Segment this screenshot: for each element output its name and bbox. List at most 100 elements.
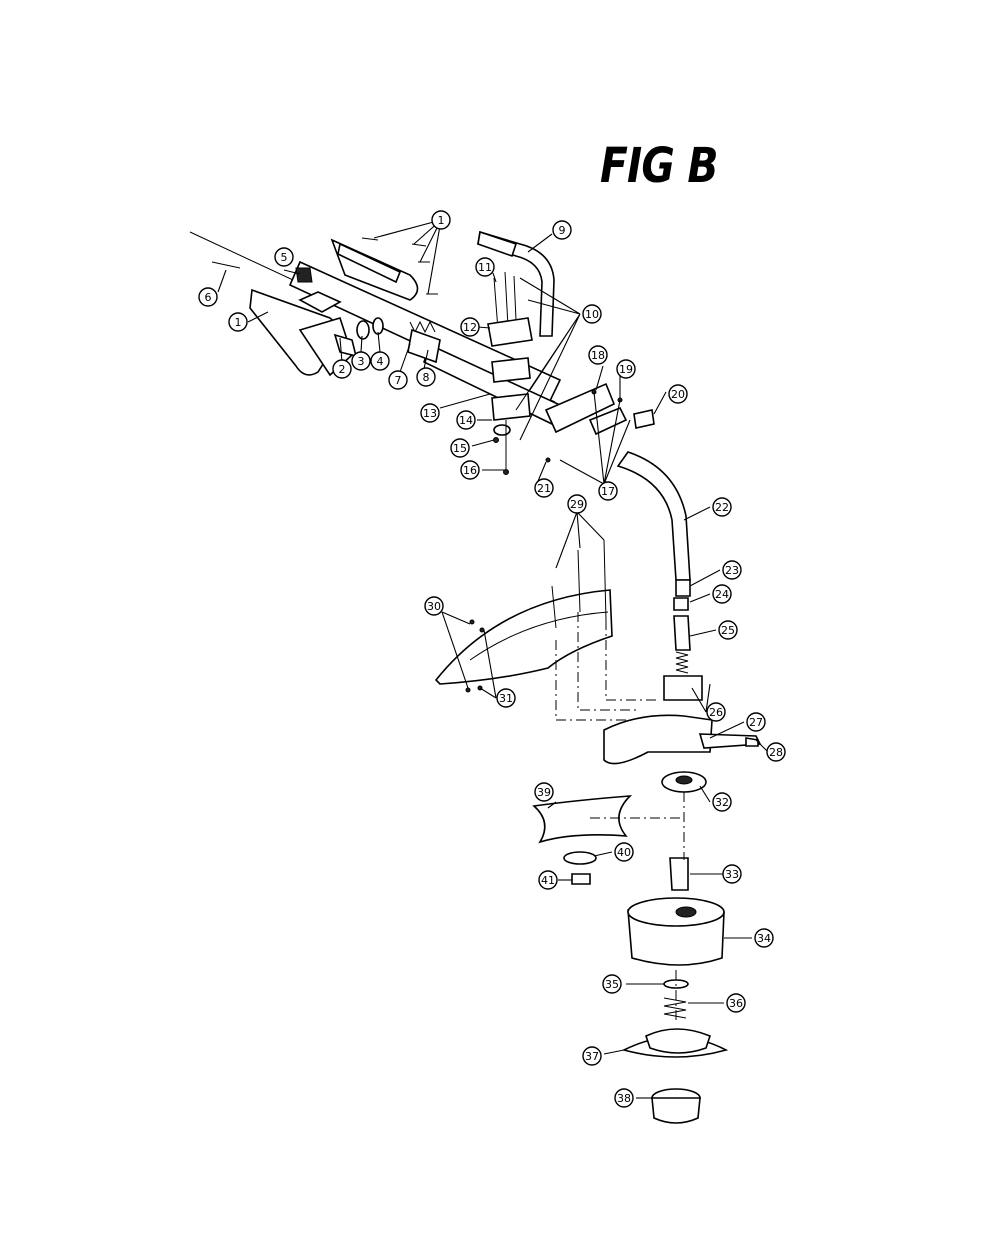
part-callout: 7 bbox=[388, 370, 408, 390]
callout-circle bbox=[534, 782, 554, 802]
callout-number: 37 bbox=[585, 1050, 599, 1063]
callout-number: 35 bbox=[605, 978, 619, 991]
callout-number: 29 bbox=[570, 498, 584, 511]
callout-number: 18 bbox=[591, 349, 605, 362]
callout-circle bbox=[351, 351, 371, 371]
callout-circle bbox=[420, 403, 440, 423]
callout-circle bbox=[416, 367, 436, 387]
callout-circle bbox=[228, 312, 248, 332]
callout-circle bbox=[431, 210, 451, 230]
part-callout: 33 bbox=[722, 864, 742, 884]
callout-number: 15 bbox=[453, 442, 467, 455]
part-callout: 17 bbox=[598, 481, 618, 501]
callout-circle bbox=[602, 974, 622, 994]
part-callout: 36 bbox=[726, 993, 746, 1013]
callout-circle bbox=[450, 438, 470, 458]
callout-number: 12 bbox=[463, 321, 477, 334]
callout-circle bbox=[582, 304, 602, 324]
callout-number: 17 bbox=[601, 485, 615, 498]
part-callout: 21 bbox=[534, 478, 554, 498]
grass-guard bbox=[434, 539, 613, 693]
callout-number: 6 bbox=[205, 291, 212, 304]
part-callout: 4 bbox=[370, 351, 390, 371]
callout-circle bbox=[552, 220, 572, 240]
callout-number: 1 bbox=[235, 316, 242, 329]
part-callout: 1 bbox=[431, 210, 451, 230]
callout-number: 14 bbox=[459, 414, 473, 427]
part-callout: 12 bbox=[460, 317, 480, 337]
callout-number: 41 bbox=[541, 874, 555, 887]
callout-number: 1 bbox=[438, 214, 445, 227]
callout-number: 22 bbox=[715, 501, 729, 514]
callout-circle bbox=[538, 870, 558, 890]
callout-circle bbox=[614, 1088, 634, 1108]
callout-number: 32 bbox=[715, 796, 729, 809]
callout-number: 4 bbox=[377, 355, 384, 368]
leader-lines bbox=[217, 219, 769, 1099]
part-callout: 14 bbox=[456, 410, 476, 430]
callout-number: 3 bbox=[358, 355, 365, 368]
callout-circle bbox=[712, 584, 732, 604]
gearbox-assembly bbox=[603, 675, 762, 793]
part-callout: 23 bbox=[722, 560, 742, 580]
part-callout: 41 bbox=[538, 870, 558, 890]
callout-circle bbox=[198, 287, 218, 307]
part-callout: 32 bbox=[712, 792, 732, 812]
part-callout: 16 bbox=[460, 460, 480, 480]
callout-number: 11 bbox=[478, 261, 492, 274]
callout-number: 7 bbox=[395, 374, 402, 387]
callout-number: 19 bbox=[619, 363, 633, 376]
trimmer-head bbox=[621, 857, 729, 1124]
callout-circle bbox=[582, 1046, 602, 1066]
callout-number: 39 bbox=[537, 786, 551, 799]
part-callout: 38 bbox=[614, 1088, 634, 1108]
callout-number: 38 bbox=[617, 1092, 631, 1105]
part-callout: 18 bbox=[588, 345, 608, 365]
callout-number: 21 bbox=[537, 482, 551, 495]
part-callout: 34 bbox=[754, 928, 774, 948]
callout-circle bbox=[588, 345, 608, 365]
callout-circle bbox=[706, 702, 726, 722]
callout-circle bbox=[722, 864, 742, 884]
callout-number: 34 bbox=[757, 932, 771, 945]
callout-circle bbox=[722, 560, 742, 580]
callout-circle bbox=[496, 688, 516, 708]
callout-circle bbox=[332, 359, 352, 379]
callout-circle bbox=[475, 257, 495, 277]
part-callout: 13 bbox=[420, 403, 440, 423]
part-callout: 3 bbox=[351, 351, 371, 371]
part-callout: 9 bbox=[552, 220, 572, 240]
callout-circle bbox=[456, 410, 476, 430]
callout-circle bbox=[614, 842, 634, 862]
part-callout: 30 bbox=[424, 596, 444, 616]
callout-number: 36 bbox=[729, 997, 743, 1010]
part-callout: 11 bbox=[475, 257, 495, 277]
callout-number: 8 bbox=[423, 371, 430, 384]
callout-circle bbox=[766, 742, 786, 762]
part-callout: 39 bbox=[534, 782, 554, 802]
callout-number: 20 bbox=[671, 388, 685, 401]
callout-circle bbox=[460, 317, 480, 337]
callout-circle bbox=[424, 596, 444, 616]
callout-circle bbox=[388, 370, 408, 390]
callout-circle bbox=[668, 384, 688, 404]
callout-number: 16 bbox=[463, 464, 477, 477]
callout-number: 26 bbox=[709, 706, 723, 719]
part-callout: 8 bbox=[416, 367, 436, 387]
callout-number: 28 bbox=[769, 746, 783, 759]
part-callout: 2 bbox=[332, 359, 352, 379]
callout-circle bbox=[746, 712, 766, 732]
figure-title: FIG B bbox=[600, 138, 718, 194]
callout-number: 23 bbox=[725, 564, 739, 577]
callout-number: 24 bbox=[715, 588, 729, 601]
blade-parts bbox=[532, 795, 684, 885]
callout-number: 10 bbox=[585, 308, 599, 321]
callout-circle bbox=[712, 497, 732, 517]
part-callout: 25 bbox=[718, 620, 738, 640]
front-handle-assembly bbox=[477, 230, 555, 475]
part-callout: 19 bbox=[616, 359, 636, 379]
callout-circle bbox=[567, 494, 587, 514]
part-callout: 35 bbox=[602, 974, 622, 994]
assembly-lines bbox=[555, 612, 685, 1020]
